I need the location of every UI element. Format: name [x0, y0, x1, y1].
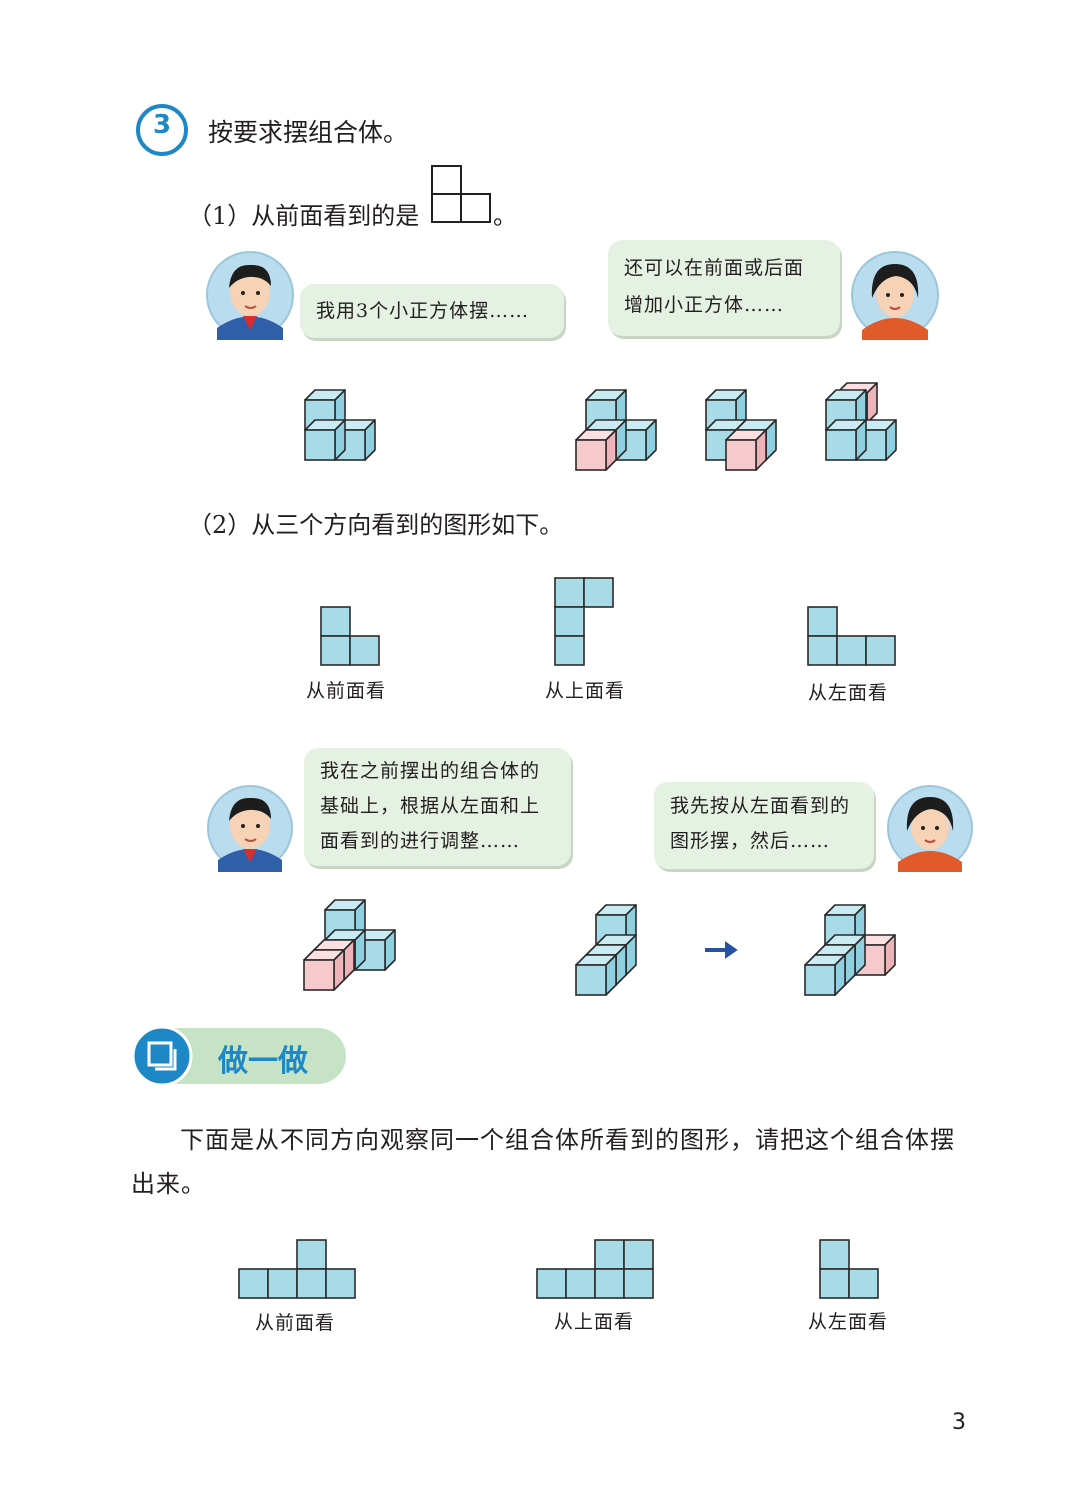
boy-speech2-line3: 面看到的进行调整…… — [320, 830, 521, 852]
boy-speech2-line1: 我在之前摆出的组合体的 — [320, 760, 541, 782]
girl-speech-bubble-2: 我先按从左面看到的 图形摆，然后…… — [654, 782, 874, 869]
practice-label-front: 从前面看 — [255, 1312, 336, 1334]
girl-speech-line2: 增加小正方体…… — [624, 294, 785, 316]
girl-speech2-line2: 图形摆，然后…… — [670, 830, 831, 852]
boy-speech-bubble-2: 我在之前摆出的组合体的 基础上，根据从左面和上 面看到的进行调整…… — [304, 748, 571, 866]
cube-figure-c — [705, 389, 777, 471]
practice-heading: 做一做 — [218, 1044, 308, 1079]
practice-text-line2: 出来。 — [131, 1170, 206, 1198]
view-label-left: 从左面看 — [808, 682, 889, 704]
cube-figure-d — [825, 382, 897, 461]
boy-avatar-2 — [207, 785, 293, 872]
part1-prefix: （1）从前面看到的是 — [188, 202, 420, 230]
practice-label-top: 从上面看 — [554, 1311, 635, 1333]
girl-avatar-2 — [887, 785, 973, 872]
view-label-front: 从前面看 — [306, 680, 387, 702]
practice-label-left: 从左面看 — [808, 1311, 889, 1333]
problem-number: 3 — [152, 110, 172, 140]
boy-speech2-line2: 基础上，根据从左面和上 — [320, 795, 541, 817]
boy-speech-bubble: 我用3个小正方体摆…… — [300, 284, 564, 338]
cube-figures-row2 — [303, 899, 896, 996]
cube-figure-e — [303, 899, 396, 991]
view-label-top: 从上面看 — [545, 680, 626, 702]
girl-speech-line1: 还可以在前面或后面 — [624, 257, 805, 279]
problem-title: 按要求摆组合体。 — [208, 118, 409, 147]
cube-figure-a — [304, 389, 376, 461]
cube-figure-b — [575, 389, 657, 471]
arrow-right-icon — [705, 941, 738, 959]
girl-speech-bubble: 还可以在前面或后面 增加小正方体…… — [608, 240, 840, 336]
boy-avatar — [206, 251, 294, 340]
part2-title: （2）从三个方向看到的图形如下。 — [188, 511, 564, 539]
cube-figure-f — [575, 904, 637, 996]
boy-speech-text: 我用3个小正方体摆…… — [316, 300, 530, 322]
front-view-outline — [431, 165, 491, 223]
cube-figure-g — [804, 904, 896, 996]
practice-views-diagrams — [238, 1239, 879, 1299]
page-number: 3 — [952, 1410, 966, 1435]
views-diagrams — [320, 577, 896, 666]
practice-icon — [131, 1025, 193, 1087]
girl-avatar — [851, 251, 939, 340]
part1-suffix: 。 — [493, 202, 517, 230]
problem-number-badge — [136, 104, 188, 156]
practice-text-line1: 下面是从不同方向观察同一个组合体所看到的图形，请把这个组合体摆 — [180, 1126, 955, 1154]
cube-figures-row1 — [304, 382, 897, 471]
girl-speech2-line1: 我先按从左面看到的 — [670, 795, 851, 817]
